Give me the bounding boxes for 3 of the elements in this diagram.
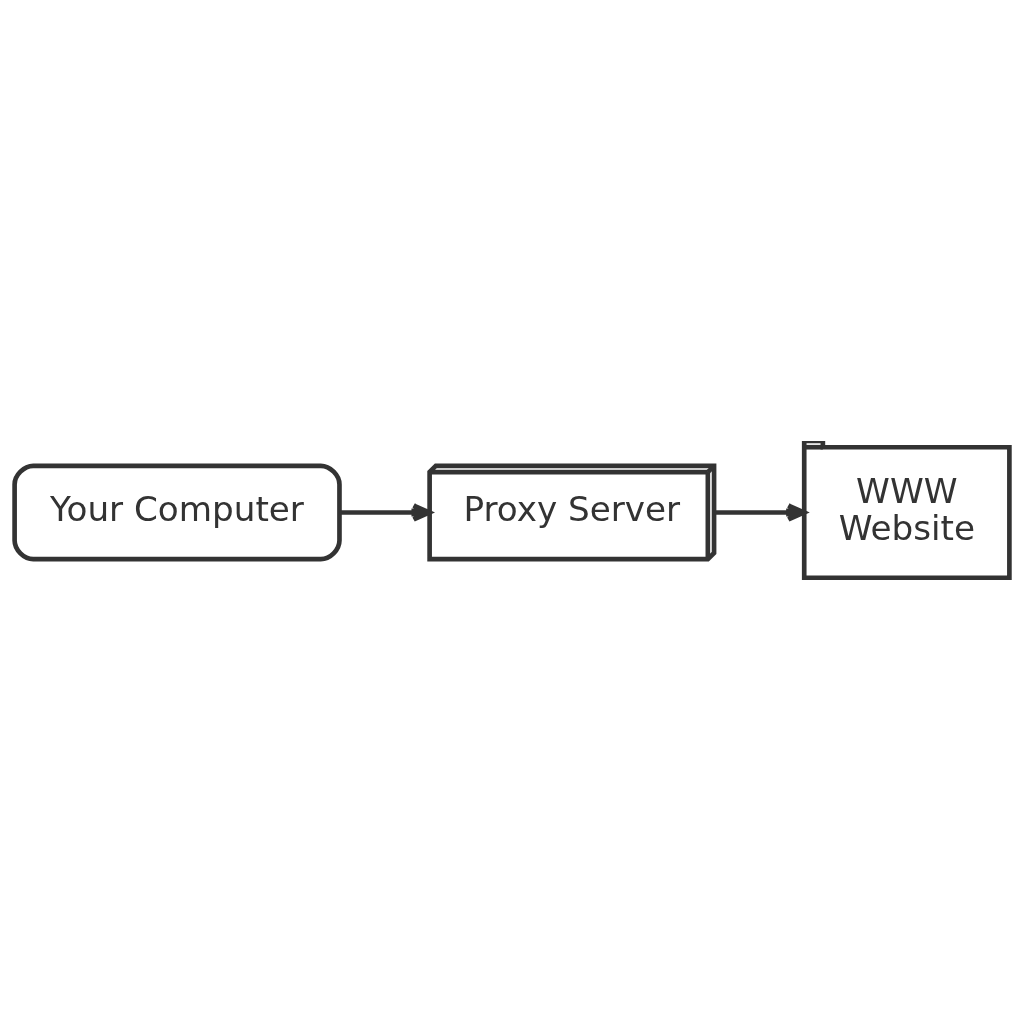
- arrow: [714, 502, 807, 522]
- node-box: Your Computer: [12, 463, 342, 561]
- arrow: [339, 502, 432, 522]
